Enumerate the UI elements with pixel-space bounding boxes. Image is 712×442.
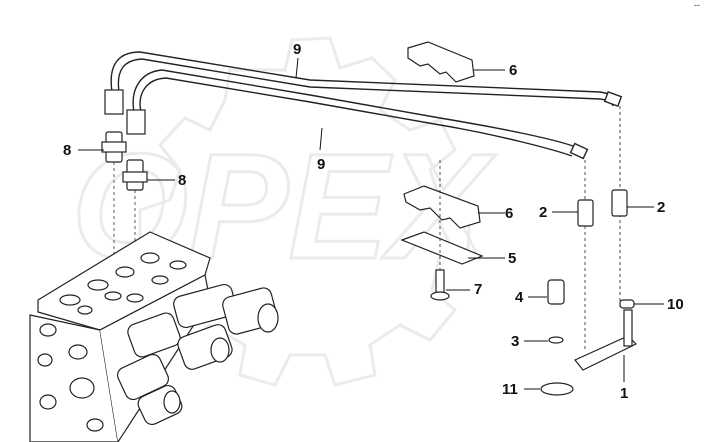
dashed-axes-left xyxy=(113,162,136,295)
left-fittings xyxy=(101,89,148,191)
callout-5: 5 xyxy=(508,250,517,267)
solenoid-valves xyxy=(117,283,279,426)
callout-9-lower: 9 xyxy=(317,156,326,173)
ring-11 xyxy=(540,382,574,396)
corner-mark: -- xyxy=(694,0,700,10)
callout-2-left: 2 xyxy=(539,204,548,221)
hose-clamps xyxy=(400,41,484,301)
oring-10 xyxy=(619,299,635,309)
callout-3: 3 xyxy=(511,333,520,350)
hose-end-right-mid xyxy=(569,142,589,160)
callout-8-left: 8 xyxy=(63,142,72,159)
callout-6-lower: 6 xyxy=(505,205,514,222)
callout-7: 7 xyxy=(474,281,483,298)
adapter-8-left-hex xyxy=(101,141,127,153)
callout-1: 1 xyxy=(620,385,629,402)
hose-end-right-top xyxy=(603,91,623,107)
hose-nut-left-b xyxy=(126,109,146,135)
hose-nut-left-a xyxy=(104,89,124,115)
right-parts xyxy=(540,106,638,396)
adapter-2-right xyxy=(611,189,628,217)
valve-block-front xyxy=(29,314,119,442)
callout-8-right: 8 xyxy=(178,172,187,189)
adapter-8-right-hex xyxy=(122,171,148,183)
hydraulic-hoses xyxy=(110,51,623,160)
hose-lower-outer xyxy=(132,69,579,149)
callout-6-upper: 6 xyxy=(509,62,518,79)
hose-lower-inner xyxy=(139,77,573,157)
tube-bar-1-post xyxy=(623,309,633,347)
callout-9-upper: 9 xyxy=(293,41,302,58)
clamp-upper xyxy=(407,41,475,83)
washer-3 xyxy=(548,336,564,344)
callout-11: 11 xyxy=(502,381,518,398)
tube-bar-1 xyxy=(574,335,638,371)
pin-4 xyxy=(547,279,565,305)
adapter-2-left xyxy=(577,199,594,227)
bolt-7-head xyxy=(430,291,450,301)
valve-block-ports xyxy=(37,252,187,432)
callout-2-right: 2 xyxy=(657,199,666,216)
valve-block xyxy=(29,231,279,442)
watermark-gear xyxy=(138,36,472,387)
callout-10: 10 xyxy=(667,296,684,313)
callout-4: 4 xyxy=(515,289,524,306)
clamp-plate xyxy=(400,231,484,265)
leader-lines xyxy=(78,57,664,390)
clamp-lower xyxy=(403,185,481,229)
